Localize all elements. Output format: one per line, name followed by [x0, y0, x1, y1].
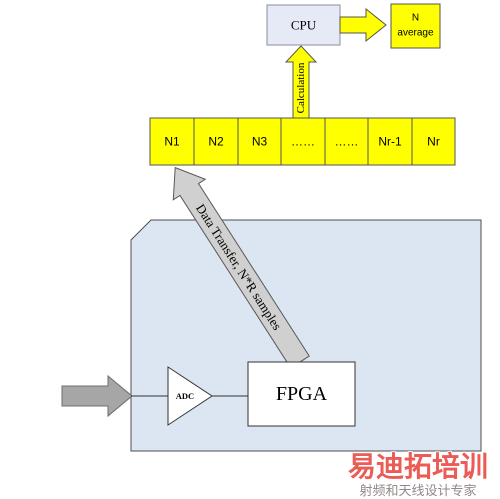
buffer-cell-box [367, 117, 413, 166]
buffer-cell-label: Nr [427, 135, 440, 149]
sample-buffer: N1 N2 N3 …… …… Nr-1 Nr [149, 117, 456, 166]
buffer-cell-label: …… [335, 135, 359, 149]
n-average-label-line1: N [412, 13, 419, 24]
data-transfer-arrow-shape [172, 166, 310, 369]
fpga-box [247, 361, 356, 427]
watermark-subtitle: 射频和天线设计专家 [359, 483, 476, 499]
buffer-cell-3: N3 [237, 117, 282, 166]
calculation-arrow-shape [284, 45, 318, 119]
buffer-cell-label: …… [291, 135, 315, 149]
calculation-label: Calculation [295, 62, 307, 113]
cpu-block: CPU [266, 4, 341, 46]
buffer-cell-box [193, 117, 239, 166]
buffer-cell-box [324, 117, 369, 166]
n-average-box [390, 3, 441, 49]
watermark: 易迪拓培训 射频和天线设计专家 [347, 449, 489, 499]
buffer-cell-4: …… [280, 117, 326, 166]
fpga-block: FPGA [247, 361, 356, 427]
n-average-label-line2: average [397, 28, 434, 39]
buffer-cell-1: N1 [149, 117, 195, 166]
n-average-block: N average [390, 3, 441, 49]
buffer-cell-6: Nr-1 [367, 117, 413, 166]
cpu-label: CPU [291, 18, 317, 33]
buffer-cell-label: N2 [208, 135, 224, 149]
buffer-cell-7: Nr [411, 117, 456, 166]
buffer-cell-label: N3 [252, 135, 268, 149]
buffer-cell-5: …… [324, 117, 369, 166]
input-signal-arrow [61, 374, 133, 418]
watermark-title: 易迪拓培训 [348, 450, 488, 483]
buffer-cell-box [411, 117, 456, 166]
buffer-cell-label: Nr-1 [378, 135, 402, 149]
buffer-cell-label: N1 [164, 135, 180, 149]
result-arrow [339, 7, 387, 43]
adc-block: ADC [167, 366, 213, 426]
calculation-arrow: Calculation [284, 45, 318, 119]
fpga-label: FPGA [276, 383, 328, 405]
cpu-box [266, 4, 341, 46]
board-panel [130, 219, 482, 452]
buffer-cell-box [149, 117, 195, 166]
adc-label: ADC [176, 391, 194, 401]
buffer-cell-box [280, 117, 326, 166]
adc-triangle [167, 366, 213, 426]
buffer-cell-box [237, 117, 282, 166]
buffer-cell-2: N2 [193, 117, 239, 166]
